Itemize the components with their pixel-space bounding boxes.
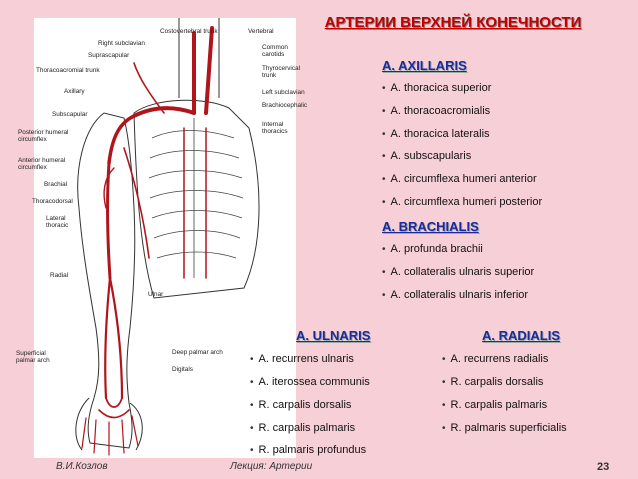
page-number: 23 bbox=[597, 461, 610, 473]
list-item: A. collateralis ulnaris superior bbox=[382, 266, 535, 278]
heading-ulnaris: A. ULNARIS bbox=[296, 328, 371, 343]
list-item: R. carpalis palmaris bbox=[442, 399, 548, 411]
slide-title: АРТЕРИИ ВЕРХНЕЙ КОНЕЧНОСТИ bbox=[324, 14, 582, 31]
ribs bbox=[148, 118, 244, 278]
list-item: A. iterossea communis bbox=[250, 376, 370, 388]
label-common-carotids-2: carotids bbox=[262, 51, 285, 58]
label-radial: Radial bbox=[50, 272, 69, 279]
label-vertebral: Vertebral bbox=[248, 28, 274, 35]
label-lateral-thoracic-2: thoracic bbox=[46, 222, 69, 229]
label-digitals: Digitals bbox=[172, 366, 193, 373]
heading-radialis: A. RADIALIS bbox=[482, 328, 560, 343]
label-deep-palmar: Deep palmar arch bbox=[172, 349, 223, 356]
label-brachiocephalic: Brachiocephalic bbox=[262, 102, 308, 109]
list-item: R. palmaris superficialis bbox=[442, 422, 567, 434]
neck-outline bbox=[178, 18, 220, 98]
heading-brachialis: A. BRACHIALIS bbox=[382, 219, 479, 234]
label-right-subclavian: Right subclavian bbox=[98, 40, 145, 47]
list-item: A. circumflexa humeri anterior bbox=[382, 173, 537, 185]
label-superficial-palmar-2: palmar arch bbox=[16, 357, 50, 364]
label-ulnar: Ulnar bbox=[148, 291, 164, 298]
heading-axillaris: A. AXILLARIS bbox=[382, 58, 467, 73]
list-item: A. profunda brachii bbox=[382, 243, 483, 255]
list-item: A. recurrens ulnaris bbox=[250, 353, 354, 365]
list-item: A. circumflexa humeri posterior bbox=[382, 196, 543, 208]
label-brachial: Brachial bbox=[44, 181, 68, 188]
label-subscapular: Subscapular bbox=[52, 111, 88, 118]
label-left-subclavian: Left subclavian bbox=[262, 89, 305, 96]
label-posterior-humeral: Posterior humeral bbox=[18, 129, 69, 136]
footer-lecture: Лекция: Артерии bbox=[230, 461, 313, 472]
list-item: R. carpalis dorsalis bbox=[250, 399, 352, 411]
footer-author: В.И.Козлов bbox=[56, 461, 108, 472]
label-internal-thoracics-2: thoracics bbox=[262, 128, 288, 135]
label-anterior-humeral-2: circumflex bbox=[18, 164, 47, 171]
label-suprascapular: Suprascapular bbox=[88, 52, 130, 59]
list-item: A. subscapularis bbox=[382, 150, 472, 162]
label-superficial-palmar: Superficial bbox=[16, 350, 46, 357]
torso-outline bbox=[133, 99, 260, 299]
label-thoracoacromial-trunk: Thoracoacromial trunk bbox=[36, 67, 100, 74]
label-internal-thoracics: Internal bbox=[262, 121, 284, 128]
list-item: A. thoracoacromialis bbox=[382, 105, 491, 117]
arm-outline bbox=[77, 112, 136, 449]
label-axillary: Axillary bbox=[64, 88, 85, 95]
label-thyrocervical: Thyrocervical bbox=[262, 65, 300, 72]
artery-diagram bbox=[75, 18, 260, 456]
list-item: A. recurrens radialis bbox=[442, 353, 549, 365]
label-anterior-humeral: Anterior humeral bbox=[18, 157, 66, 164]
label-thoracodorsal: Thoracodorsal bbox=[32, 198, 73, 205]
arteries bbox=[81, 26, 214, 456]
anatomy-illustration: Costovertebral trunk Right subclavian Su… bbox=[16, 18, 307, 458]
list-item: A. collateralis ulnaris inferior bbox=[382, 289, 529, 301]
list-item: R. carpalis dorsalis bbox=[442, 376, 544, 388]
label-costovertebral-trunk: Costovertebral trunk bbox=[160, 28, 218, 35]
label-thyrocervical-2: trunk bbox=[262, 72, 277, 79]
label-posterior-humeral-2: circumflex bbox=[18, 136, 47, 143]
label-lateral-thoracic: Lateral bbox=[46, 215, 66, 222]
list-item: A. thoracica lateralis bbox=[382, 128, 490, 140]
list-item: A. thoracica superior bbox=[382, 82, 492, 94]
list-item: R. carpalis palmaris bbox=[250, 422, 356, 434]
list-item: R. palmaris profundus bbox=[250, 444, 367, 456]
label-common-carotids: Common bbox=[262, 44, 288, 51]
